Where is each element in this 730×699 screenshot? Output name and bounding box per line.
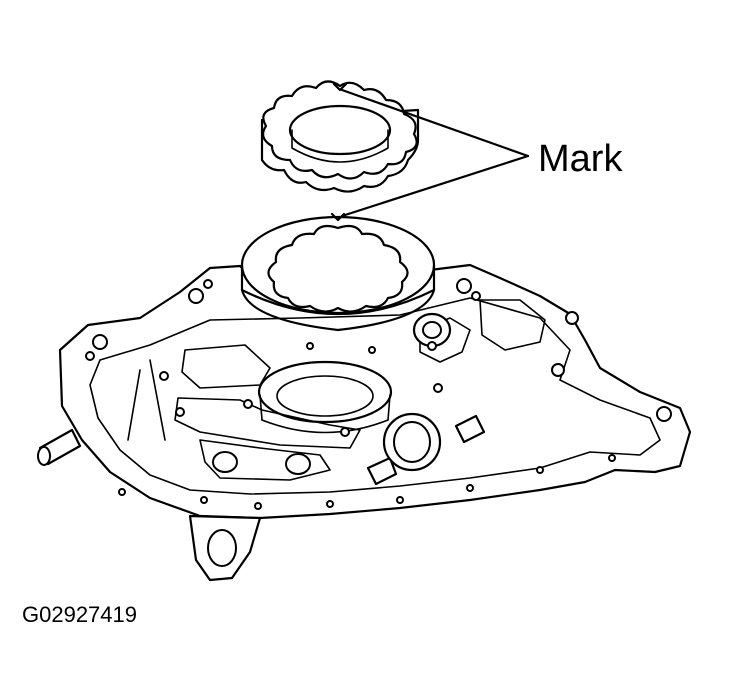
pump-body xyxy=(37,263,692,582)
outer-rotor xyxy=(240,212,436,332)
mark-leader-lines xyxy=(340,88,530,218)
figure-code: G02927419 xyxy=(22,602,137,627)
mark-label: Mark xyxy=(538,138,623,180)
inner-rotor xyxy=(260,80,420,193)
